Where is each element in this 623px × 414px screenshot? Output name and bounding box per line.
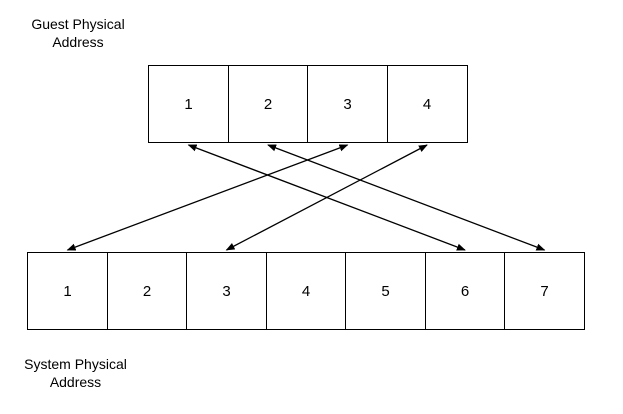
mapping-arrow-guest-4-to-system-3	[225, 144, 428, 251]
guest-block-4: 4	[386, 65, 468, 143]
system-memory-row: 1 2 3 4 5 6 7	[27, 252, 585, 330]
mapping-arrow-guest-1-to-system-6	[187, 144, 466, 251]
guest-memory-row: 1 2 3 4	[148, 65, 468, 143]
system-block-6: 6	[424, 252, 506, 330]
guest-physical-address-label: Guest Physical Address	[23, 15, 133, 51]
system-label-line-2: Address	[49, 374, 102, 390]
system-block-1: 1	[27, 252, 108, 330]
guest-label-line-1: Guest Physical	[31, 16, 125, 32]
system-block-3: 3	[186, 252, 267, 330]
guest-block-2: 2	[227, 65, 309, 143]
system-label-line-1: System Physical	[24, 356, 127, 372]
mapping-arrow-guest-3-to-system-1	[66, 144, 349, 251]
guest-block-1: 1	[148, 65, 229, 143]
mapping-arrow-guest-2-to-system-7	[267, 144, 546, 251]
system-block-7: 7	[504, 252, 585, 330]
guest-label-line-2: Address	[52, 34, 104, 50]
system-block-4: 4	[265, 252, 347, 330]
system-physical-address-label: System Physical Address	[13, 355, 138, 391]
system-block-2: 2	[106, 252, 188, 330]
guest-block-3: 3	[307, 65, 388, 143]
system-block-5: 5	[345, 252, 426, 330]
